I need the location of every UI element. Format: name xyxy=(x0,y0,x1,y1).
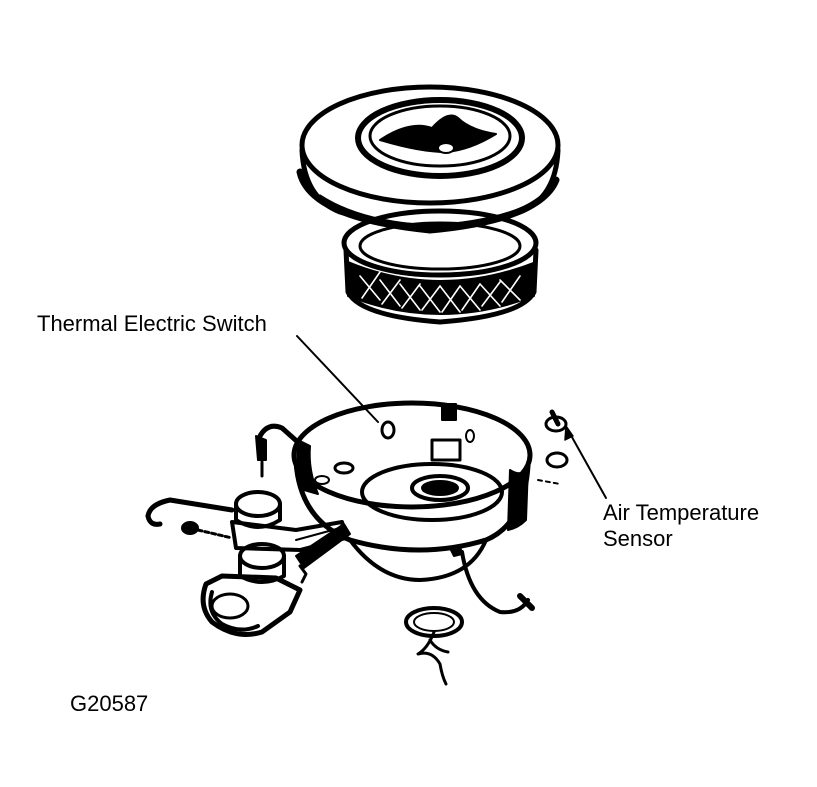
air-temperature-sensor xyxy=(537,409,569,485)
thermal-electric-switch-label: Thermal Electric Switch xyxy=(37,311,267,336)
vacuum-hose xyxy=(460,550,530,615)
air-temperature-sensor-label: Air Temperature Sensor xyxy=(603,500,759,552)
figure-code: G20587 xyxy=(70,691,149,716)
air-filter-element xyxy=(341,208,539,325)
air-cleaner-lid xyxy=(296,84,561,234)
air-temperature-sensor-label-line2: Sensor xyxy=(603,526,673,551)
air-sensor-leader-arrow xyxy=(564,425,607,499)
air-temperature-sensor-label-line1: Air Temperature xyxy=(603,500,760,525)
vacuum-motor-assembly xyxy=(145,423,351,637)
air-cleaner-housing xyxy=(291,400,533,582)
lower-grommet xyxy=(404,606,464,686)
